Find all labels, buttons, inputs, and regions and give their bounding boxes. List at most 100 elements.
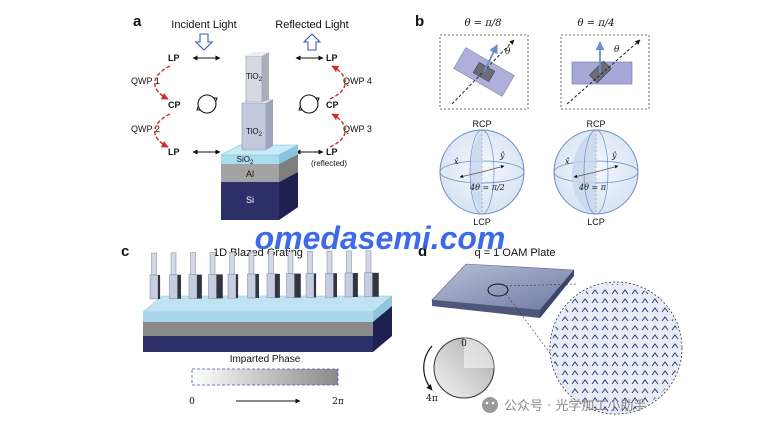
cp-label-left: CP (168, 100, 181, 110)
lp-label-right-bottom: LP (326, 147, 338, 157)
grating-pillar-top (190, 252, 196, 275)
al-label: Al (246, 169, 254, 179)
unit-cell-box-left (439, 34, 529, 110)
qwp1-label: QWP 1 (131, 76, 160, 86)
oam-plate-title: q = 1 OAM Plate (474, 247, 555, 259)
reflected-arrow-icon (302, 33, 322, 51)
tio2-bottom-label: TiO2 (246, 127, 263, 138)
panel-label-d: d (418, 243, 427, 260)
dial-top-label: 0 (461, 339, 467, 349)
qwp3-label: QWP 3 (343, 124, 372, 134)
grating-pillar-base (247, 273, 256, 299)
substrate-stack: Si Al SiO2 (220, 144, 299, 220)
y-hat-label-right: ŷ (611, 151, 617, 160)
lcp-label-right: LCP (587, 217, 605, 227)
grating-pillar-side (177, 274, 181, 299)
phase-gradient-bar (191, 368, 339, 386)
fast-axis-right (566, 39, 641, 105)
si-layer (221, 172, 298, 220)
grating-pillar-base (364, 272, 373, 298)
grating-pillar-base (169, 274, 178, 300)
grating-pillar-base (227, 273, 237, 299)
cp-circle-icon (298, 94, 320, 114)
grating-pillar-top (151, 252, 157, 276)
al-layer (221, 154, 298, 182)
reflected-note: (reflected) (311, 159, 347, 168)
theta-symbol-right: θ (614, 45, 620, 55)
lp-label-right-top: LP (326, 53, 338, 63)
poincare-sphere-left: x̂ ŷ 4θ = π/2 (439, 129, 525, 215)
grating-pillar-side (353, 273, 358, 297)
x-hat-label-left: x̂ (454, 157, 459, 166)
watermark-text: omedasemi.com (255, 220, 506, 256)
wechat-watermark: 公众号 · 光学加工小助手 (482, 397, 646, 414)
grating-pillar-base (149, 274, 159, 300)
grating-pillar-base (344, 272, 354, 298)
lcp-label-left: LCP (473, 217, 491, 227)
sio2-label: SiO2 (237, 155, 254, 166)
grating-pillar-side (255, 274, 259, 298)
grating-pillar-top (170, 252, 177, 276)
dial-bottom-label: 4π (426, 394, 438, 404)
theta-symbol-left: θ (505, 47, 511, 57)
panel-a: Incident Light Reflected Light LP CP LP … (131, 19, 372, 220)
cp-circle-icon (196, 94, 218, 114)
grating-pillar-base (208, 274, 217, 299)
grating-pillar-base (266, 273, 276, 299)
grating-pillar-side (333, 273, 337, 298)
y-hat-label-left: ŷ (499, 151, 505, 160)
grating-pillar-side (158, 275, 161, 299)
grating-pillar-top (248, 251, 255, 275)
grating-pillar-top (209, 252, 216, 275)
grating-pillar-base (305, 273, 315, 298)
tio2-top-label: TiO2 (246, 72, 263, 83)
panel-d: q = 1 OAM Plate 0 4π (423, 247, 683, 415)
panel-label-b: b (415, 13, 424, 30)
lp-label-left-bottom: LP (168, 147, 180, 157)
x-hat-label-right: x̂ (565, 157, 570, 166)
angle-label-left: 4θ = π/2 (469, 183, 505, 192)
grating-pillar-side (236, 274, 239, 299)
grating-pillar-top (229, 251, 235, 275)
wechat-icon (482, 397, 498, 413)
zoom-region-marker (487, 283, 509, 297)
unit-cell-box-right (560, 34, 650, 110)
polarization-arrow-left (483, 44, 498, 73)
grating-al-layer (143, 322, 373, 336)
imparted-phase-label: Imparted Phase (230, 354, 301, 365)
poincare-sphere-right: x̂ ŷ 4θ = π (553, 129, 639, 215)
phase-start-label: 0 (189, 397, 195, 407)
rcp-label-left: RCP (472, 119, 491, 129)
grating-title: 1D Blazed Grating (213, 247, 303, 259)
metaatom-array (552, 284, 680, 412)
sio2-layer (221, 145, 298, 164)
panel-c: 1D Blazed Grating Imparted Phase 0 2π (142, 247, 393, 407)
grating-pillar-side (314, 273, 317, 298)
panel-b: θ = π/8 θ = π/4 θ θ RCP RCP LCP LCP (439, 18, 650, 227)
grating-pillar-side (275, 273, 280, 298)
qwp2-label: QWP 2 (131, 124, 160, 134)
qwp4-label: QWP 4 (343, 76, 372, 86)
angle-label-right: 4θ = π (578, 183, 607, 192)
grating-pillar-base (325, 272, 334, 298)
reflected-light-label: Reflected Light (275, 19, 348, 31)
dial-direction-arrow-icon (423, 345, 433, 391)
grating-pillar-side (294, 273, 301, 298)
incident-arrow-icon (194, 33, 214, 51)
grating-pillar-side (197, 274, 202, 299)
grating-si-layer (143, 336, 373, 352)
lp-label-left-top: LP (168, 53, 180, 63)
grating-pillar-base (286, 273, 295, 298)
grating-pillar-base (188, 274, 198, 299)
rcp-label-right: RCP (586, 119, 605, 129)
si-label: Si (246, 195, 254, 205)
panel-label-a: a (133, 13, 142, 30)
grating-pillar-side (216, 274, 223, 299)
theta-left-label: θ = π/8 (464, 18, 501, 29)
grating-pillar-side (372, 272, 379, 297)
phase-end-label: 2π (332, 397, 344, 407)
tio2-pillar: TiO2 TiO2 (241, 52, 273, 151)
wechat-watermark-text: 公众号 · 光学加工小助手 (504, 398, 646, 414)
cp-label-right: CP (326, 100, 339, 110)
